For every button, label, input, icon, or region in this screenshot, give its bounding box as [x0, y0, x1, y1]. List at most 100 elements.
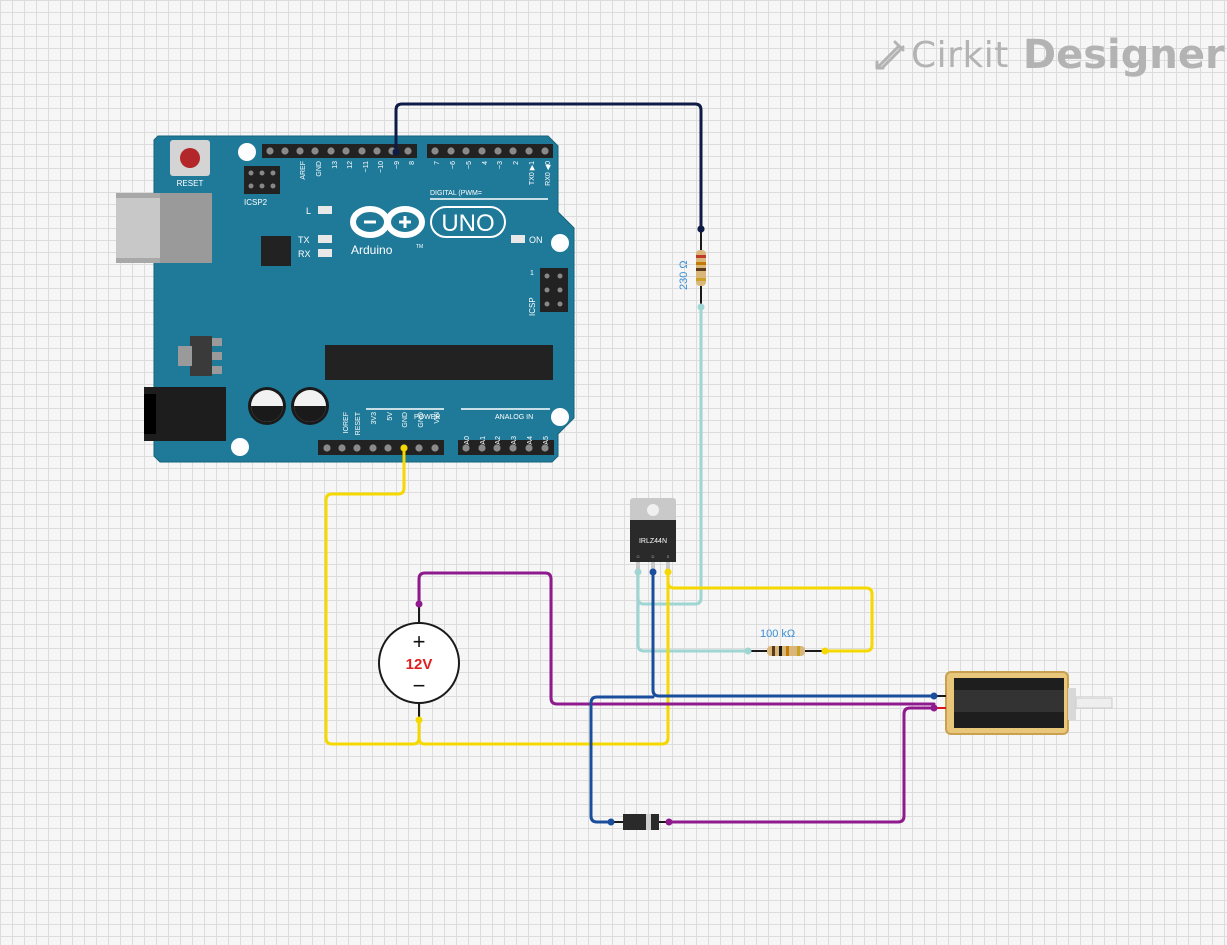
mosfet-irlz44n[interactable]: IRLZ44N G D S	[630, 498, 676, 576]
header-pin[interactable]	[281, 147, 289, 155]
wire-supply-positive[interactable]	[417, 571, 936, 706]
icsp2-pins	[248, 170, 276, 189]
pin9-terminal[interactable]	[392, 148, 400, 156]
mosfet-leg	[636, 562, 640, 572]
header-pin[interactable]	[493, 444, 501, 452]
pin-label: A1	[480, 436, 487, 445]
mosfet-source-terminal[interactable]	[664, 568, 672, 576]
resistor-band	[696, 262, 706, 265]
header-pin[interactable]	[384, 444, 392, 452]
pin-label: RX0 ◀0	[545, 161, 552, 186]
usb-chip	[261, 236, 291, 266]
trademark-text: TM	[416, 244, 423, 250]
pin-label: 4	[482, 161, 489, 165]
wire-diode-anode[interactable]	[667, 706, 936, 824]
header-pin[interactable]	[509, 444, 517, 452]
power-header	[318, 440, 444, 455]
pin-label: A5	[543, 436, 550, 445]
supply-negative-terminal[interactable]	[415, 716, 423, 724]
dc-power-supply-12v[interactable]: + 12V −	[378, 600, 460, 724]
capacitor	[248, 387, 286, 425]
header-pin[interactable]	[525, 147, 533, 155]
gnd-terminal[interactable]	[400, 444, 408, 452]
capacitor	[291, 387, 329, 425]
regulator-pin	[212, 352, 222, 360]
header-pin[interactable]	[296, 147, 304, 155]
header-pin[interactable]	[342, 147, 350, 155]
header-pin[interactable]	[462, 444, 470, 452]
mosfet-tab-hole	[647, 504, 659, 516]
diode-terminal[interactable]	[665, 818, 673, 826]
regulator-tab	[178, 346, 192, 366]
pin-label: A0	[464, 436, 471, 445]
header-pin[interactable]	[431, 444, 439, 452]
header-pin[interactable]	[447, 147, 455, 155]
header-pin[interactable]	[541, 147, 549, 155]
header-pin[interactable]	[494, 147, 502, 155]
wire-gate-to-r2[interactable]	[636, 570, 750, 653]
pin-label: 2	[513, 161, 520, 165]
solenoid[interactable]	[930, 671, 1113, 735]
resistor-230-ohm[interactable]: 230 Ω	[678, 225, 706, 311]
header-pin[interactable]	[369, 444, 377, 452]
header-pin[interactable]	[509, 147, 517, 155]
diode-terminal[interactable]	[607, 818, 615, 826]
wire-supply-to-source[interactable]	[417, 570, 670, 746]
wire-diode-cathode[interactable]	[589, 695, 655, 824]
uno-badge	[430, 206, 506, 238]
resistor-terminal[interactable]	[697, 303, 705, 311]
brand-light-text: Cirkit	[911, 34, 1009, 76]
voltage-regulator	[190, 336, 212, 376]
mosfet-gate-terminal[interactable]	[634, 568, 642, 576]
power-jack	[144, 387, 226, 441]
header-pin[interactable]	[415, 444, 423, 452]
header-pin[interactable]	[353, 444, 361, 452]
header-pin[interactable]	[323, 444, 331, 452]
pin-label: ~5	[466, 161, 473, 169]
mount-hole	[238, 143, 256, 161]
header-pin[interactable]	[462, 147, 470, 155]
supply-positive-terminal[interactable]	[415, 600, 423, 608]
header-pin[interactable]	[478, 147, 486, 155]
mosfet-body	[630, 520, 676, 562]
header-pin[interactable]	[431, 147, 439, 155]
header-pin[interactable]	[327, 147, 335, 155]
header-pin[interactable]	[266, 147, 274, 155]
header-pin[interactable]	[404, 147, 412, 155]
header-pin[interactable]	[525, 444, 533, 452]
resistor-terminal[interactable]	[744, 647, 752, 655]
resistor-band	[797, 646, 800, 656]
reset-label: RESET	[177, 179, 204, 188]
solenoid-terminal-positive[interactable]	[930, 704, 938, 712]
header-pin[interactable]	[338, 444, 346, 452]
solenoid-terminal-negative[interactable]	[930, 692, 938, 700]
reset-button-cap[interactable]	[180, 148, 200, 168]
wire-gnd-to-supply[interactable]	[324, 446, 421, 746]
diode-cathode-band	[646, 814, 651, 830]
header-pin[interactable]	[541, 444, 549, 452]
wire-pin9-to-r1[interactable]	[394, 102, 703, 231]
pin-label: ~3	[497, 161, 504, 169]
mosfet-pin-s: S	[667, 554, 670, 559]
resistor-100k-ohm[interactable]: 100 kΩ	[744, 628, 829, 656]
header-pin[interactable]	[373, 147, 381, 155]
resistor-band	[696, 278, 706, 281]
header-pin[interactable]	[311, 147, 319, 155]
flyback-diode[interactable]	[607, 814, 673, 830]
wire-drain-to-solenoid[interactable]	[651, 570, 936, 698]
r2-label: 100 kΩ	[760, 628, 795, 640]
analog-header	[458, 440, 554, 455]
mosfet-drain-terminal[interactable]	[649, 568, 657, 576]
led-l	[318, 206, 332, 214]
header-pin[interactable]	[358, 147, 366, 155]
led-on-label: ON	[529, 235, 543, 245]
pin-label: GND	[316, 161, 323, 177]
resistor-terminal[interactable]	[821, 647, 829, 655]
pin-label: 13	[332, 161, 339, 169]
led-l-label: L	[306, 206, 311, 216]
uno-text: UNO	[441, 210, 494, 237]
wire-source-to-r2[interactable]	[666, 570, 874, 653]
header-pin[interactable]	[478, 444, 486, 452]
